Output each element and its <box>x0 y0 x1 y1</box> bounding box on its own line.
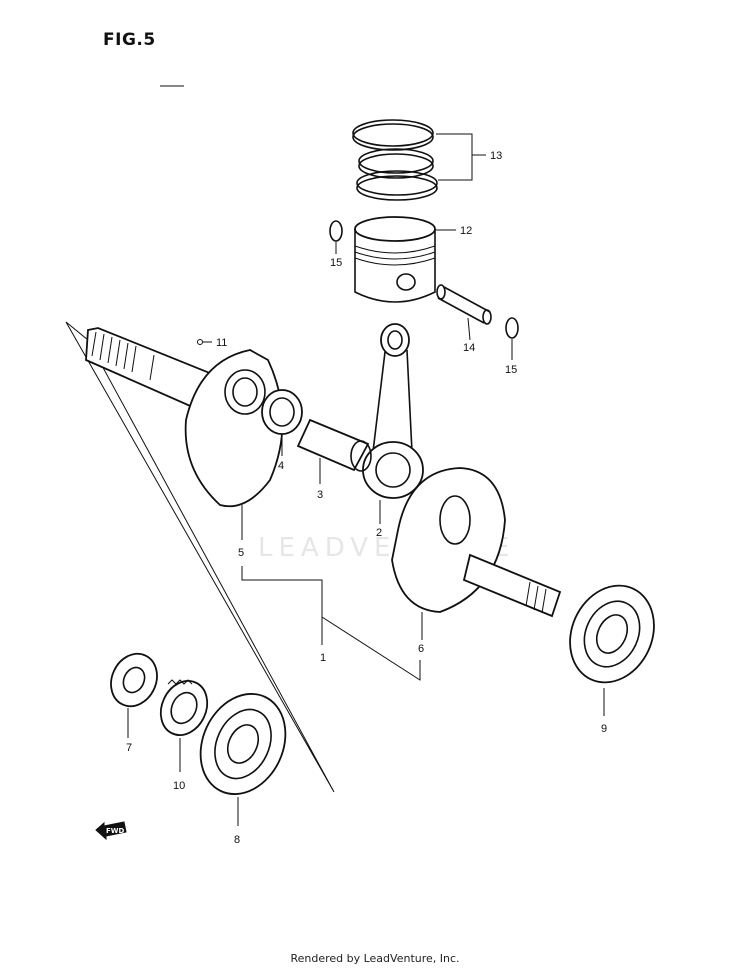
bearing-left <box>199 693 287 826</box>
crank-pin <box>296 418 372 484</box>
exploded-parts-diagram: LEADVENTURE <box>65 85 655 846</box>
needle-bearing <box>261 389 303 456</box>
callout-4: 4 <box>278 460 284 472</box>
callout-7: 7 <box>126 742 132 754</box>
callout-3: 3 <box>317 489 323 501</box>
callout-11: 11 <box>216 337 227 349</box>
callout-9: 9 <box>601 723 607 735</box>
callout-1: 1 <box>320 652 326 664</box>
bearing-small <box>110 652 158 738</box>
crankshaft-left <box>85 327 284 540</box>
forward-marker: FWD <box>95 821 127 841</box>
footer-credit: Rendered by LeadVenture, Inc. <box>290 952 460 965</box>
assembly-outline-line <box>65 321 335 793</box>
assembly-bracket <box>241 566 421 681</box>
piston-pin <box>436 284 492 341</box>
piston <box>354 216 456 303</box>
callout-15-right: 15 <box>505 364 517 376</box>
figure-title: FIG.5 <box>103 30 156 50</box>
callout-2: 2 <box>376 527 382 539</box>
callout-10: 10 <box>173 780 185 792</box>
callout-12: 12 <box>460 225 472 237</box>
callout-6: 6 <box>418 643 424 655</box>
drive-gear <box>159 679 209 772</box>
crankshaft-right <box>391 467 562 640</box>
callout-8: 8 <box>234 834 240 846</box>
circlip-right <box>505 317 519 339</box>
piston-rings <box>352 119 486 201</box>
callout-15-left: 15 <box>330 257 342 269</box>
circlip-left <box>329 220 343 242</box>
bearing-right <box>569 584 655 716</box>
callout-13: 13 <box>490 150 502 162</box>
callout-5: 5 <box>238 547 244 559</box>
bolt <box>197 339 212 345</box>
callout-14: 14 <box>463 342 475 354</box>
forward-marker-label: FWD <box>106 827 125 835</box>
